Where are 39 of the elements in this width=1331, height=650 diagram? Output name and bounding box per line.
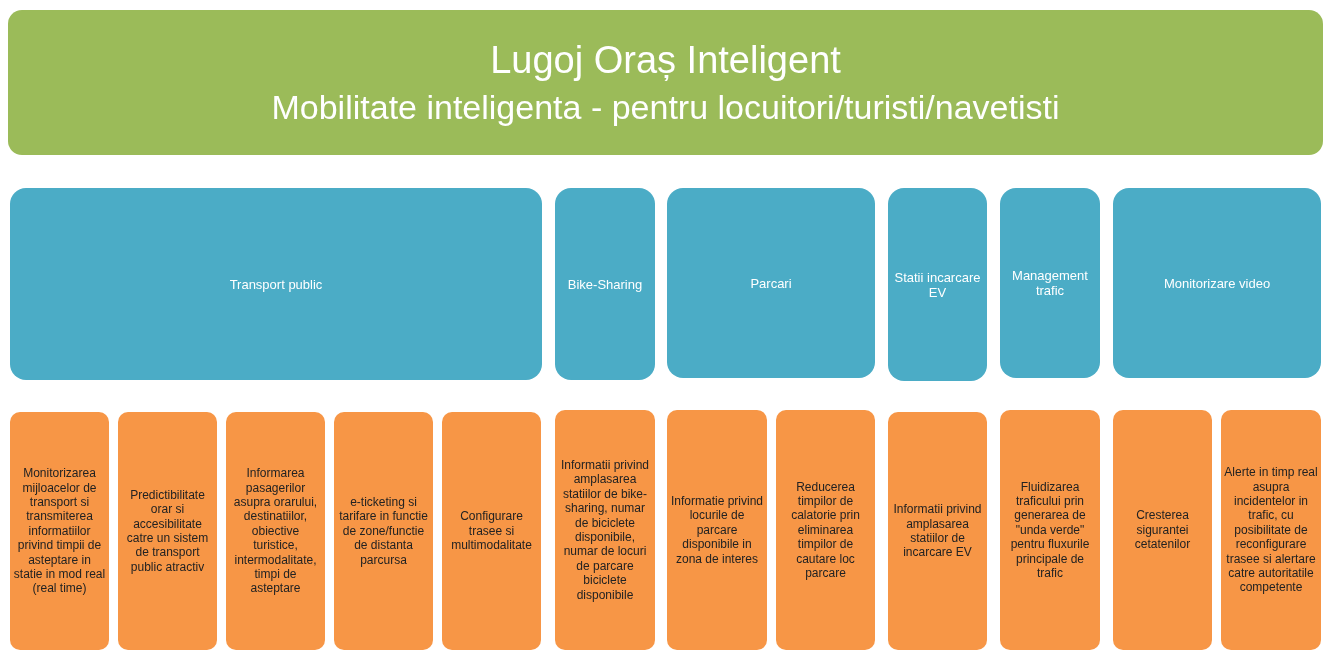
feature-box — [118, 412, 217, 650]
feature-text: Configurare trasee si multimodalitate — [450, 509, 533, 553]
subtitle-text: Mobilitate inteligenta - pentru locuitori/turisti/navetisti — [271, 87, 1060, 127]
category-box — [10, 188, 542, 380]
category-label: Bike-Sharing — [567, 276, 643, 292]
feature-box — [555, 410, 655, 650]
feature-box — [667, 410, 767, 650]
feature-box — [776, 410, 875, 650]
feature-text: Informatii privind amplasarea statiilor de bike-sharing, numar de biciclete disponibile, numar de locuri de parcare biciclete disponibile — [560, 458, 650, 602]
feature-box — [226, 412, 325, 650]
category-label: Monitorizare video — [1163, 275, 1271, 291]
feature-text: Predictibilitate orar si accesibilitate catre un sistem de transport public atractiv — [125, 487, 210, 575]
feature-box — [1221, 410, 1321, 650]
feature-box — [442, 412, 541, 650]
category-label: Parcari — [750, 275, 792, 291]
category-label: Management trafic — [1011, 268, 1089, 298]
feature-box — [888, 412, 987, 650]
category-box — [1000, 188, 1100, 378]
feature-text: Informarea pasagerilor asupra orarului, destinatiilor, obiective turistice, intermodalitate, timpi de asteptare — [232, 466, 319, 596]
category-label: Transport public — [229, 276, 323, 292]
feature-text: Informatii privind amplasarea statiilor de incarcare EV — [892, 502, 983, 560]
header-banner — [8, 10, 1323, 155]
feature-text: Cresterea sigurantei cetatenilor — [1133, 508, 1192, 552]
category-label: Statii incarcare EV — [893, 269, 982, 300]
feature-text: e-ticketing si tarifare in functie de zone/functie de distanta parcursa — [338, 495, 429, 567]
category-box — [555, 188, 655, 380]
feature-text: Fluidizarea traficului prin generarea de "unda verde" pentru fluxurile principale de trafic — [1009, 479, 1091, 581]
category-box — [667, 188, 875, 378]
feature-box — [10, 412, 109, 650]
feature-text: Informatie privind locurile de parcare disponibile in zona de interes — [670, 494, 764, 566]
feature-text: Monitorizarea mijloacelor de transport si transmiterea informatiilor privind timpii de asteptare in statie in mod real (real time) — [13, 466, 106, 596]
category-box — [888, 188, 987, 381]
title-text: Lugoj Oraș Inteligent — [490, 38, 841, 82]
feature-box — [1113, 410, 1212, 650]
feature-text: Reducerea timpilor de calatorie prin eliminarea timpilor de cautare loc parcare — [790, 479, 861, 581]
feature-box — [334, 412, 433, 650]
category-box — [1113, 188, 1321, 378]
feature-box — [1000, 410, 1100, 650]
feature-text: Alerte in timp real asupra incidentelor in trafic, cu posibilitate de reconfigurare trasee si alertare catre autoritatile competente — [1224, 465, 1318, 595]
